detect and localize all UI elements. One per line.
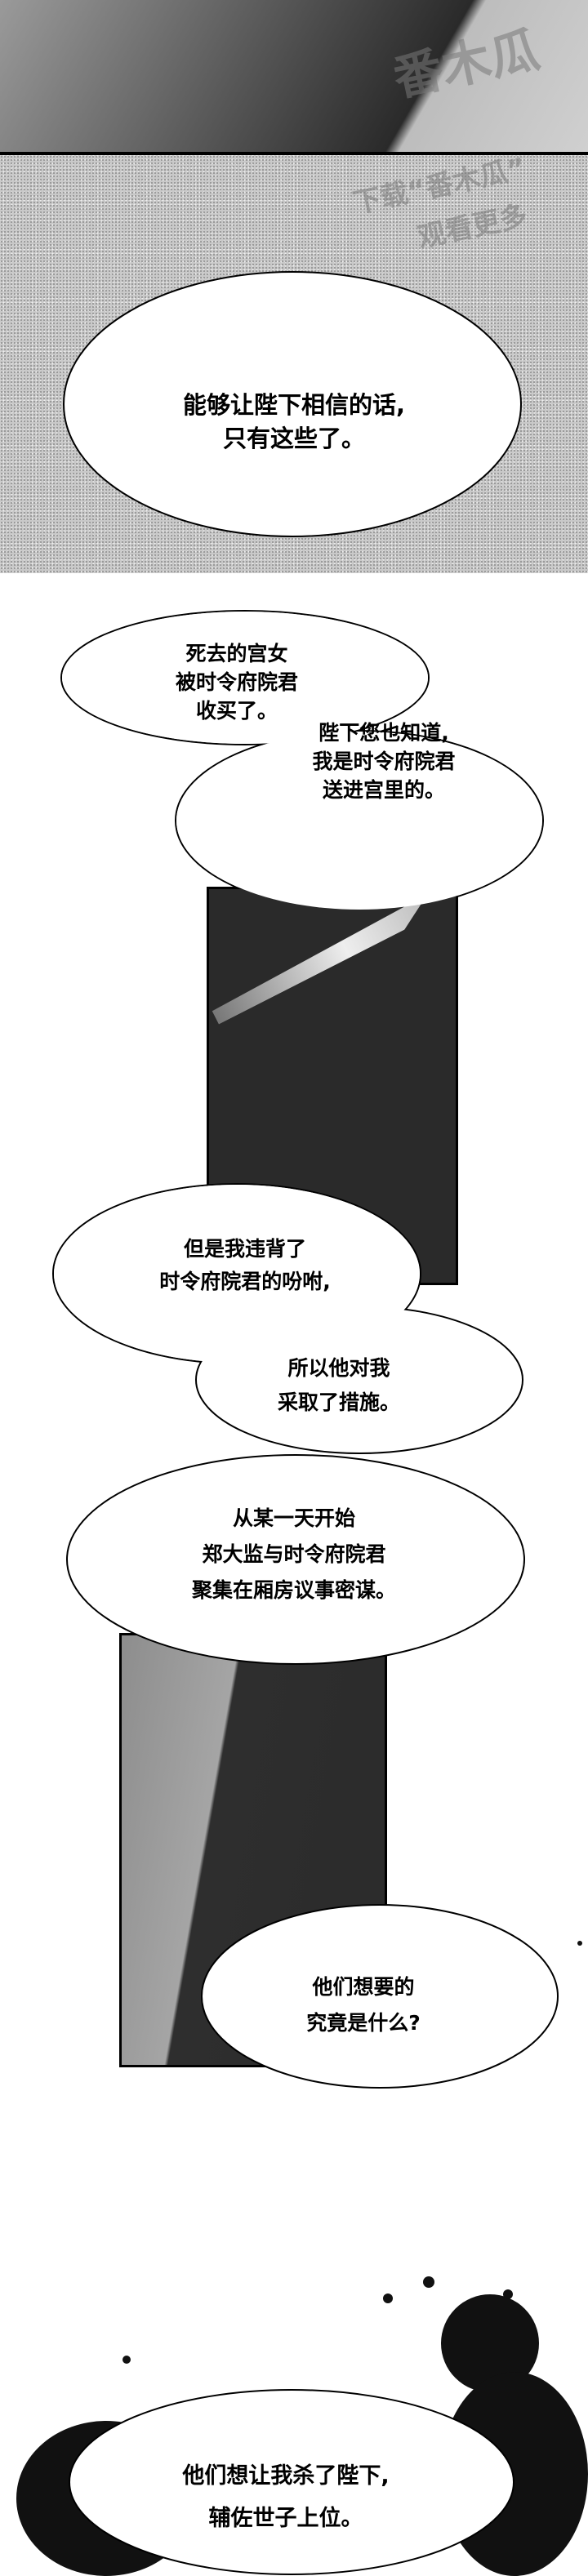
bubble-text-8: 他们想让我杀了陛下,辅佐世子上位。	[182, 2463, 390, 2531]
bubble-text-1: 能够让陛下相信的话,只有这些了。	[182, 391, 406, 452]
bubble-text-3: 陛下您也知道,我是时令府院君送进宫里的。	[312, 721, 456, 802]
bubble-text-5: 所以他对我采取了措施。	[277, 1356, 400, 1414]
bubble-text-6: 从某一天开始郑大监与时令府院君聚集在厢房议事密谋。	[191, 1506, 396, 1602]
bubble-text-2: 死去的宫女被时令府院君收买了。	[175, 642, 298, 723]
bubble-text-7: 他们想要的究竟是什么?	[306, 1975, 421, 2035]
bubble-text-4: 但是我违背了时令府院君的吩咐,	[159, 1237, 331, 1293]
comic-panel-top	[0, 0, 588, 156]
